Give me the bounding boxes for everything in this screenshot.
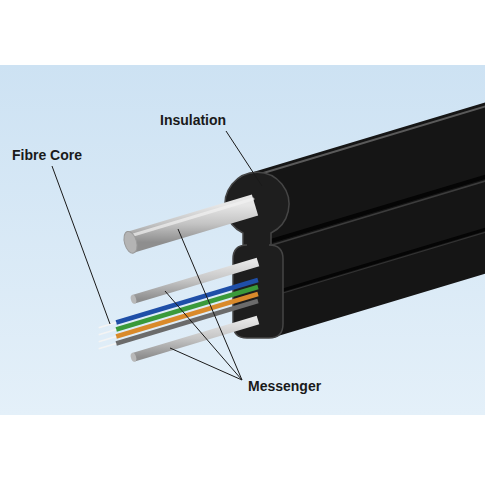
jacket-groove-highlight [272, 170, 485, 245]
leader-line [52, 166, 110, 324]
jacket-groove [271, 166, 485, 241]
rod-highlight [130, 199, 253, 236]
messenger-rod [131, 205, 256, 242]
fibre-tip [99, 344, 117, 349]
fibre-tip [99, 323, 117, 328]
fibre [116, 301, 258, 344]
leader-line [170, 348, 242, 380]
rod-end [130, 352, 138, 362]
fibre [116, 294, 258, 337]
jacket-groove [283, 215, 485, 290]
fibre-bundle [99, 280, 258, 349]
jacket-highlight [250, 102, 485, 177]
rod-end [130, 294, 138, 304]
part-label: Insulation [160, 112, 226, 129]
leader-line [165, 291, 242, 380]
fibre-tip [99, 330, 117, 335]
rod-end [122, 230, 140, 255]
leader-lines [52, 131, 262, 380]
part-label: Fibre Core [12, 147, 82, 164]
jacket-groove-highlight [283, 218, 485, 293]
part-label: Messenger [248, 378, 321, 395]
leader-line [226, 131, 262, 186]
jacket-front-face [225, 172, 289, 338]
leader-line [178, 229, 242, 380]
fibre-tip [99, 337, 117, 342]
